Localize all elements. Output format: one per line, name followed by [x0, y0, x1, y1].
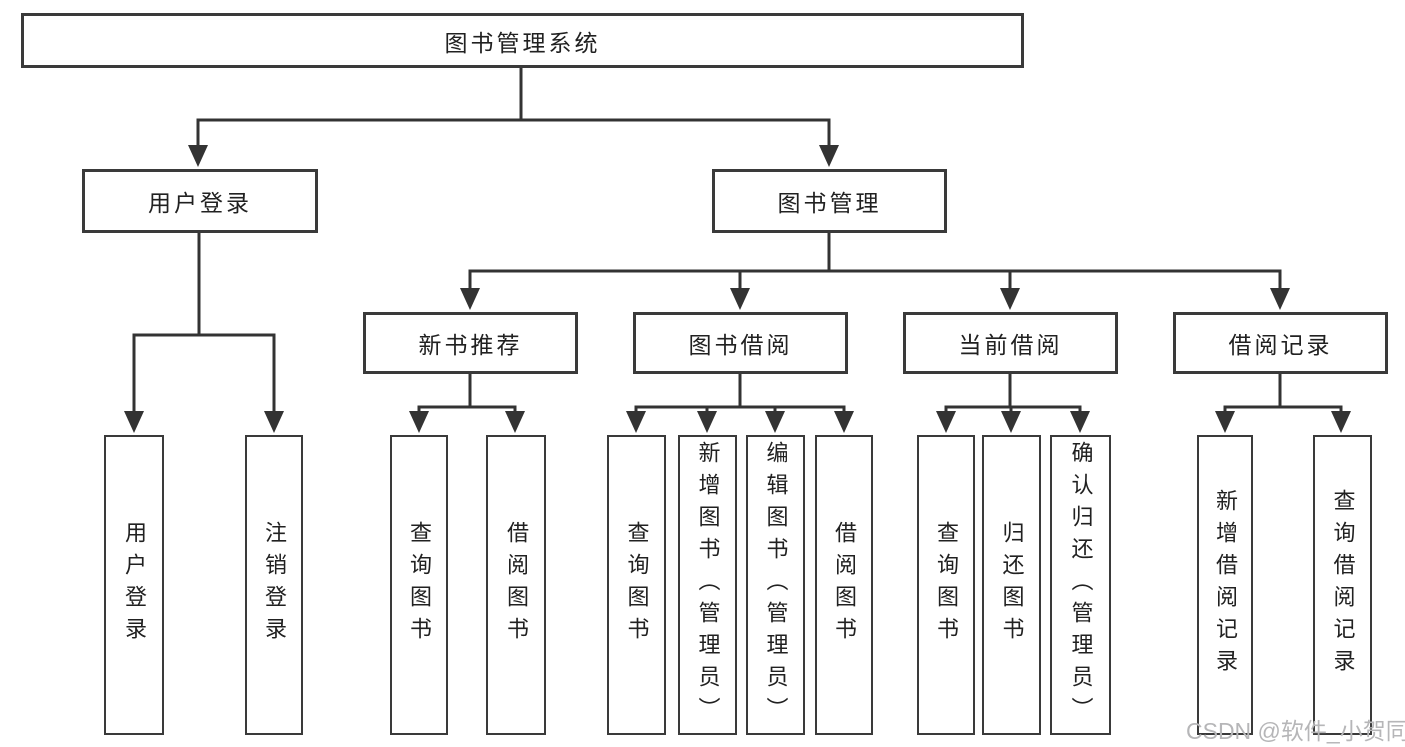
node-current-borrowing-label: 当前借阅 — [958, 332, 1063, 358]
leaf-query-books-current-label: 查询图书 — [934, 521, 959, 649]
node-user-login: 用户登录 — [82, 169, 318, 233]
node-root-label: 图书管理系统 — [444, 29, 601, 56]
node-borrowing-records: 借阅记录 — [1173, 312, 1388, 374]
node-borrowing-records-label: 借阅记录 — [1228, 332, 1333, 358]
leaf-logout-label: 注销登录 — [262, 521, 287, 649]
leaf-query-borrow-record-label: 查询借阅记录 — [1330, 489, 1356, 681]
node-root: 图书管理系统 — [21, 13, 1024, 68]
leaf-add-books-admin-label: 新增图书（管理员） — [695, 441, 721, 729]
leaf-query-books-borrowing-label: 查询图书 — [624, 521, 650, 649]
leaf-add-borrow-record-label: 新增借阅记录 — [1213, 489, 1238, 681]
leaf-logout: 注销登录 — [245, 435, 303, 735]
leaf-query-books-recommend-label: 查询图书 — [407, 521, 432, 649]
node-new-book-recommend-label: 新书推荐 — [418, 332, 523, 358]
node-user-login-label: 用户登录 — [148, 190, 252, 216]
node-book-borrowing: 图书借阅 — [633, 312, 848, 374]
leaf-user-login-label: 用户登录 — [122, 521, 147, 649]
leaf-return-books: 归还图书 — [982, 435, 1041, 735]
leaf-borrow-books-recommend-label: 借阅图书 — [504, 521, 529, 649]
leaf-query-borrow-record: 查询借阅记录 — [1313, 435, 1372, 735]
leaf-confirm-return-admin-label: 确认归还（管理员） — [1068, 441, 1094, 729]
leaf-add-borrow-record: 新增借阅记录 — [1197, 435, 1253, 735]
leaf-return-books-label: 归还图书 — [999, 521, 1025, 649]
leaf-borrow-books-recommend: 借阅图书 — [486, 435, 546, 735]
leaf-borrow-books: 借阅图书 — [815, 435, 873, 735]
leaf-confirm-return-admin: 确认归还（管理员） — [1050, 435, 1111, 735]
node-book-management: 图书管理 — [712, 169, 947, 233]
node-book-borrowing-label: 图书借阅 — [688, 332, 793, 358]
node-current-borrowing: 当前借阅 — [903, 312, 1118, 374]
leaf-borrow-books-label: 借阅图书 — [832, 521, 857, 649]
csdn-watermark: CSDN @软件_小贺同学 — [1186, 718, 1405, 744]
leaf-edit-books-admin-label: 编辑图书（管理员） — [763, 441, 789, 729]
leaf-query-books-current: 查询图书 — [917, 435, 975, 735]
node-book-management-label: 图书管理 — [777, 190, 882, 216]
leaf-add-books-admin: 新增图书（管理员） — [678, 435, 737, 735]
leaf-user-login: 用户登录 — [104, 435, 164, 735]
leaf-edit-books-admin: 编辑图书（管理员） — [746, 435, 805, 735]
leaf-query-books-borrowing: 查询图书 — [607, 435, 666, 735]
node-new-book-recommend: 新书推荐 — [363, 312, 578, 374]
leaf-query-books-recommend: 查询图书 — [390, 435, 448, 735]
